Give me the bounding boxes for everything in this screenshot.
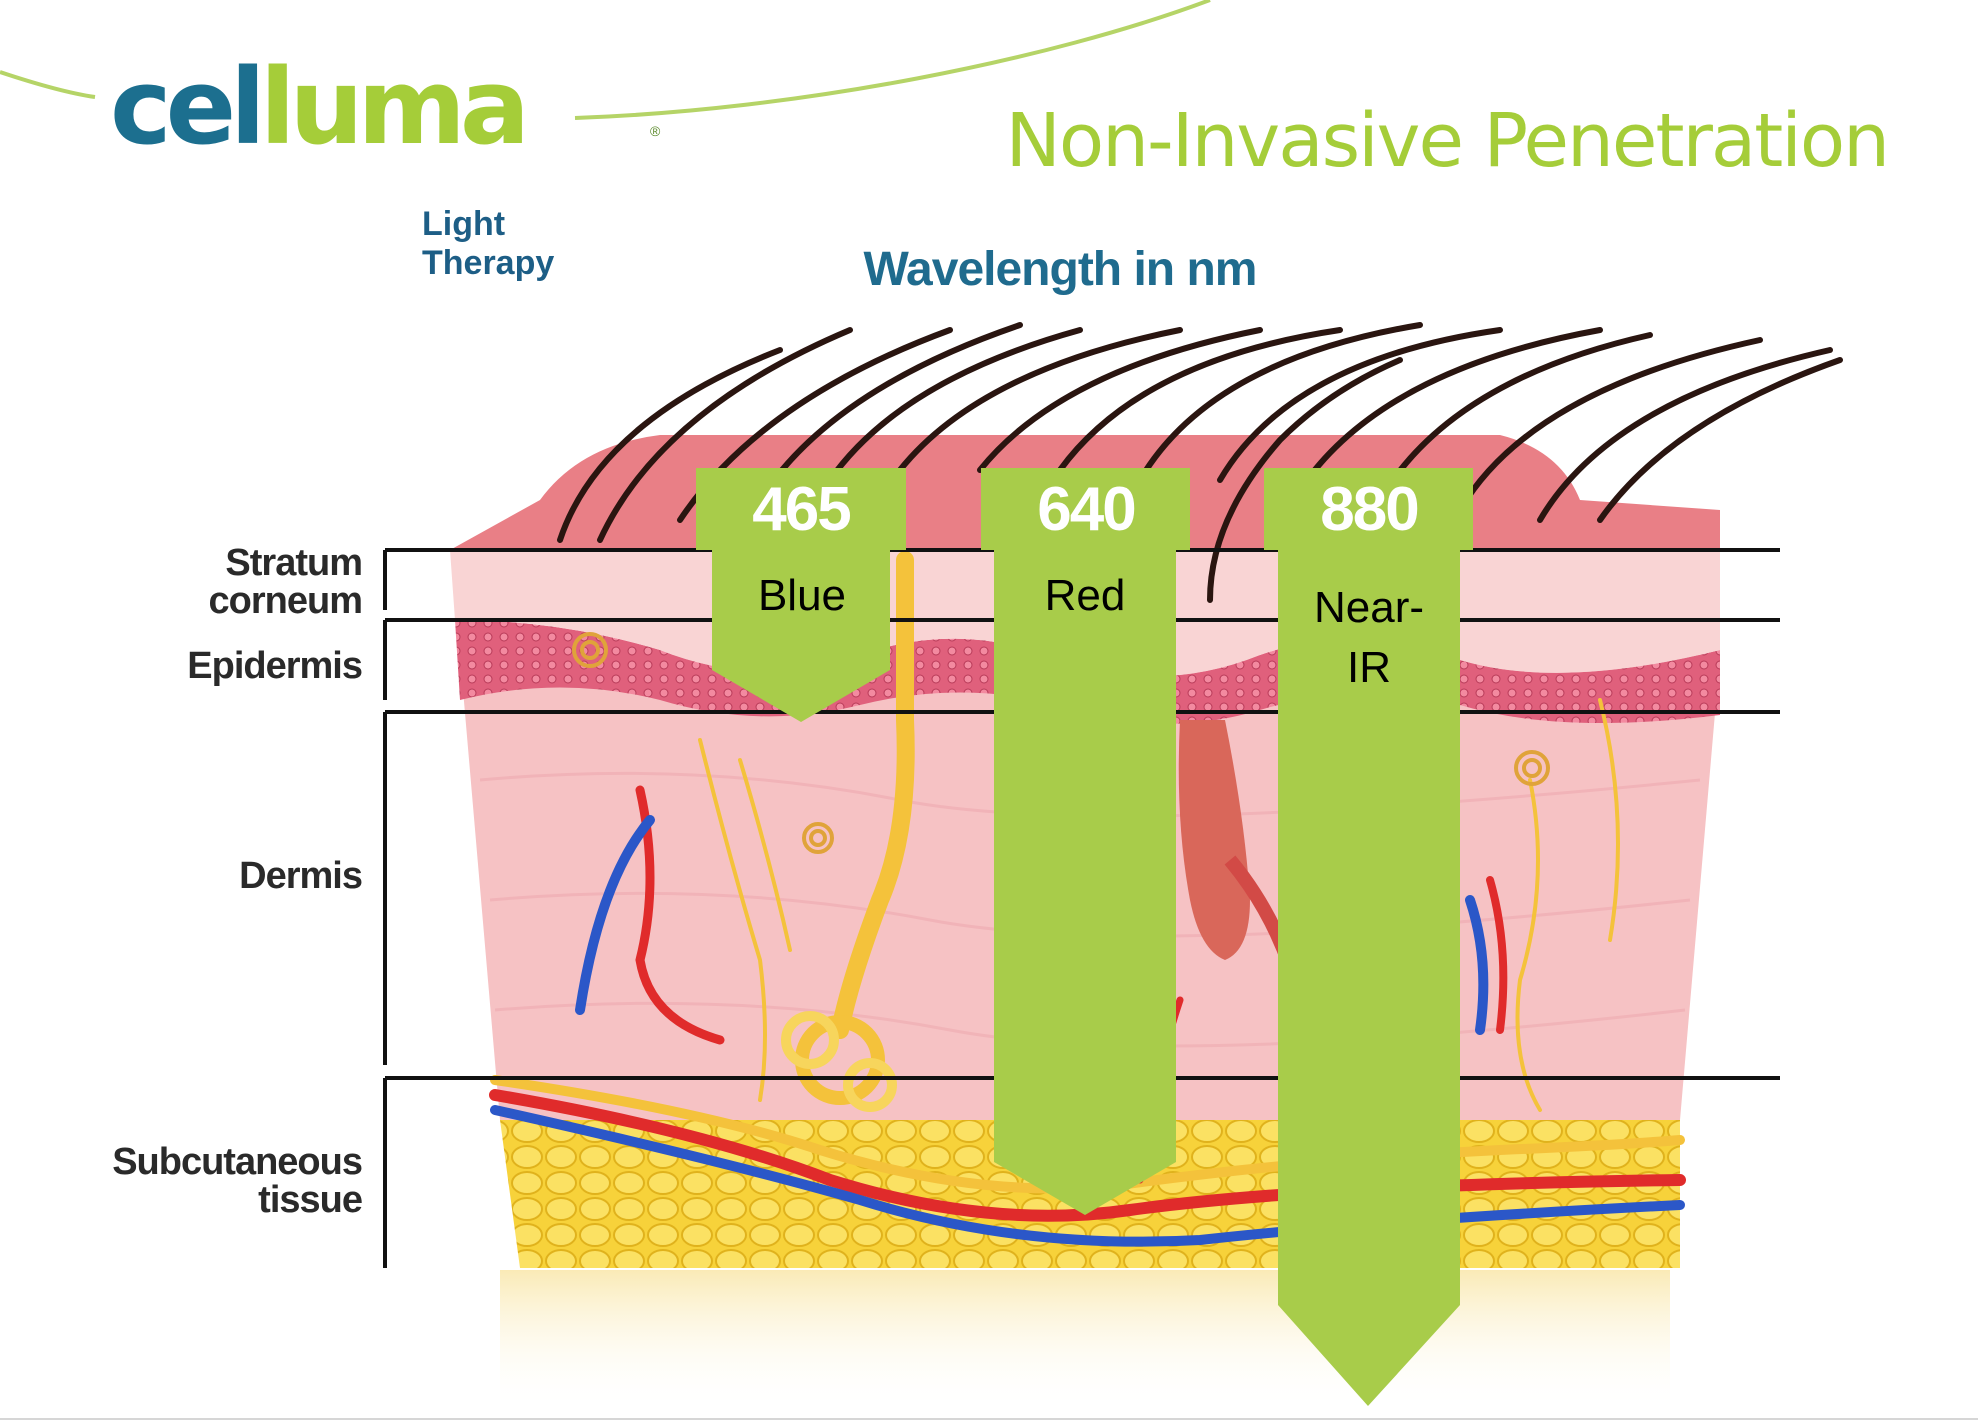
arrow-near-ir xyxy=(1264,468,1473,1406)
logo-subtitle: Light Therapy xyxy=(422,205,555,282)
registered-mark: ® xyxy=(650,123,661,139)
penetration-arrows xyxy=(696,468,1473,1406)
sweat-gland xyxy=(781,551,915,1112)
diagram-title: Wavelength in nm xyxy=(863,243,1258,296)
celluma-logo: celluma ® Light Therapy xyxy=(110,55,660,282)
reflection xyxy=(500,1270,1670,1410)
label-stratum-line2: corneum xyxy=(208,580,363,622)
label-epidermis: Epidermis xyxy=(187,645,363,687)
label-dermis: Dermis xyxy=(239,855,363,897)
arrow-name-near-ir-line1: Near- xyxy=(1313,583,1425,632)
wavelength-880: 880 xyxy=(1320,475,1419,544)
arrow-name-blue: Blue xyxy=(757,571,847,620)
arrow-name-near-ir: Near- IR xyxy=(1278,578,1460,698)
logo-text-luma: luma xyxy=(259,46,530,168)
label-stratum-line1: Stratum xyxy=(225,542,363,584)
label-subcutaneous-line2: tissue xyxy=(258,1179,363,1221)
bottom-divider xyxy=(0,1418,1978,1420)
label-stratum-corneum: Stratum corneum xyxy=(140,542,363,622)
arrow-blue xyxy=(696,468,906,722)
logo-text-cel: cel xyxy=(110,46,266,168)
decorative-swoosh xyxy=(0,0,1211,120)
arrow-name-red: Red xyxy=(1044,571,1126,620)
nerve-endings xyxy=(572,632,1550,854)
wavelength-640: 640 xyxy=(1037,475,1136,544)
arrow-red xyxy=(981,468,1190,1215)
wavelength-465: 465 xyxy=(752,475,851,544)
arrow-name-near-ir-line2: IR xyxy=(1347,643,1391,692)
label-subcutaneous: Subcutaneous tissue xyxy=(100,1141,363,1221)
label-subcutaneous-line1: Subcutaneous xyxy=(112,1141,363,1183)
slide-title: Non-Invasive Penetration xyxy=(1005,98,1890,184)
